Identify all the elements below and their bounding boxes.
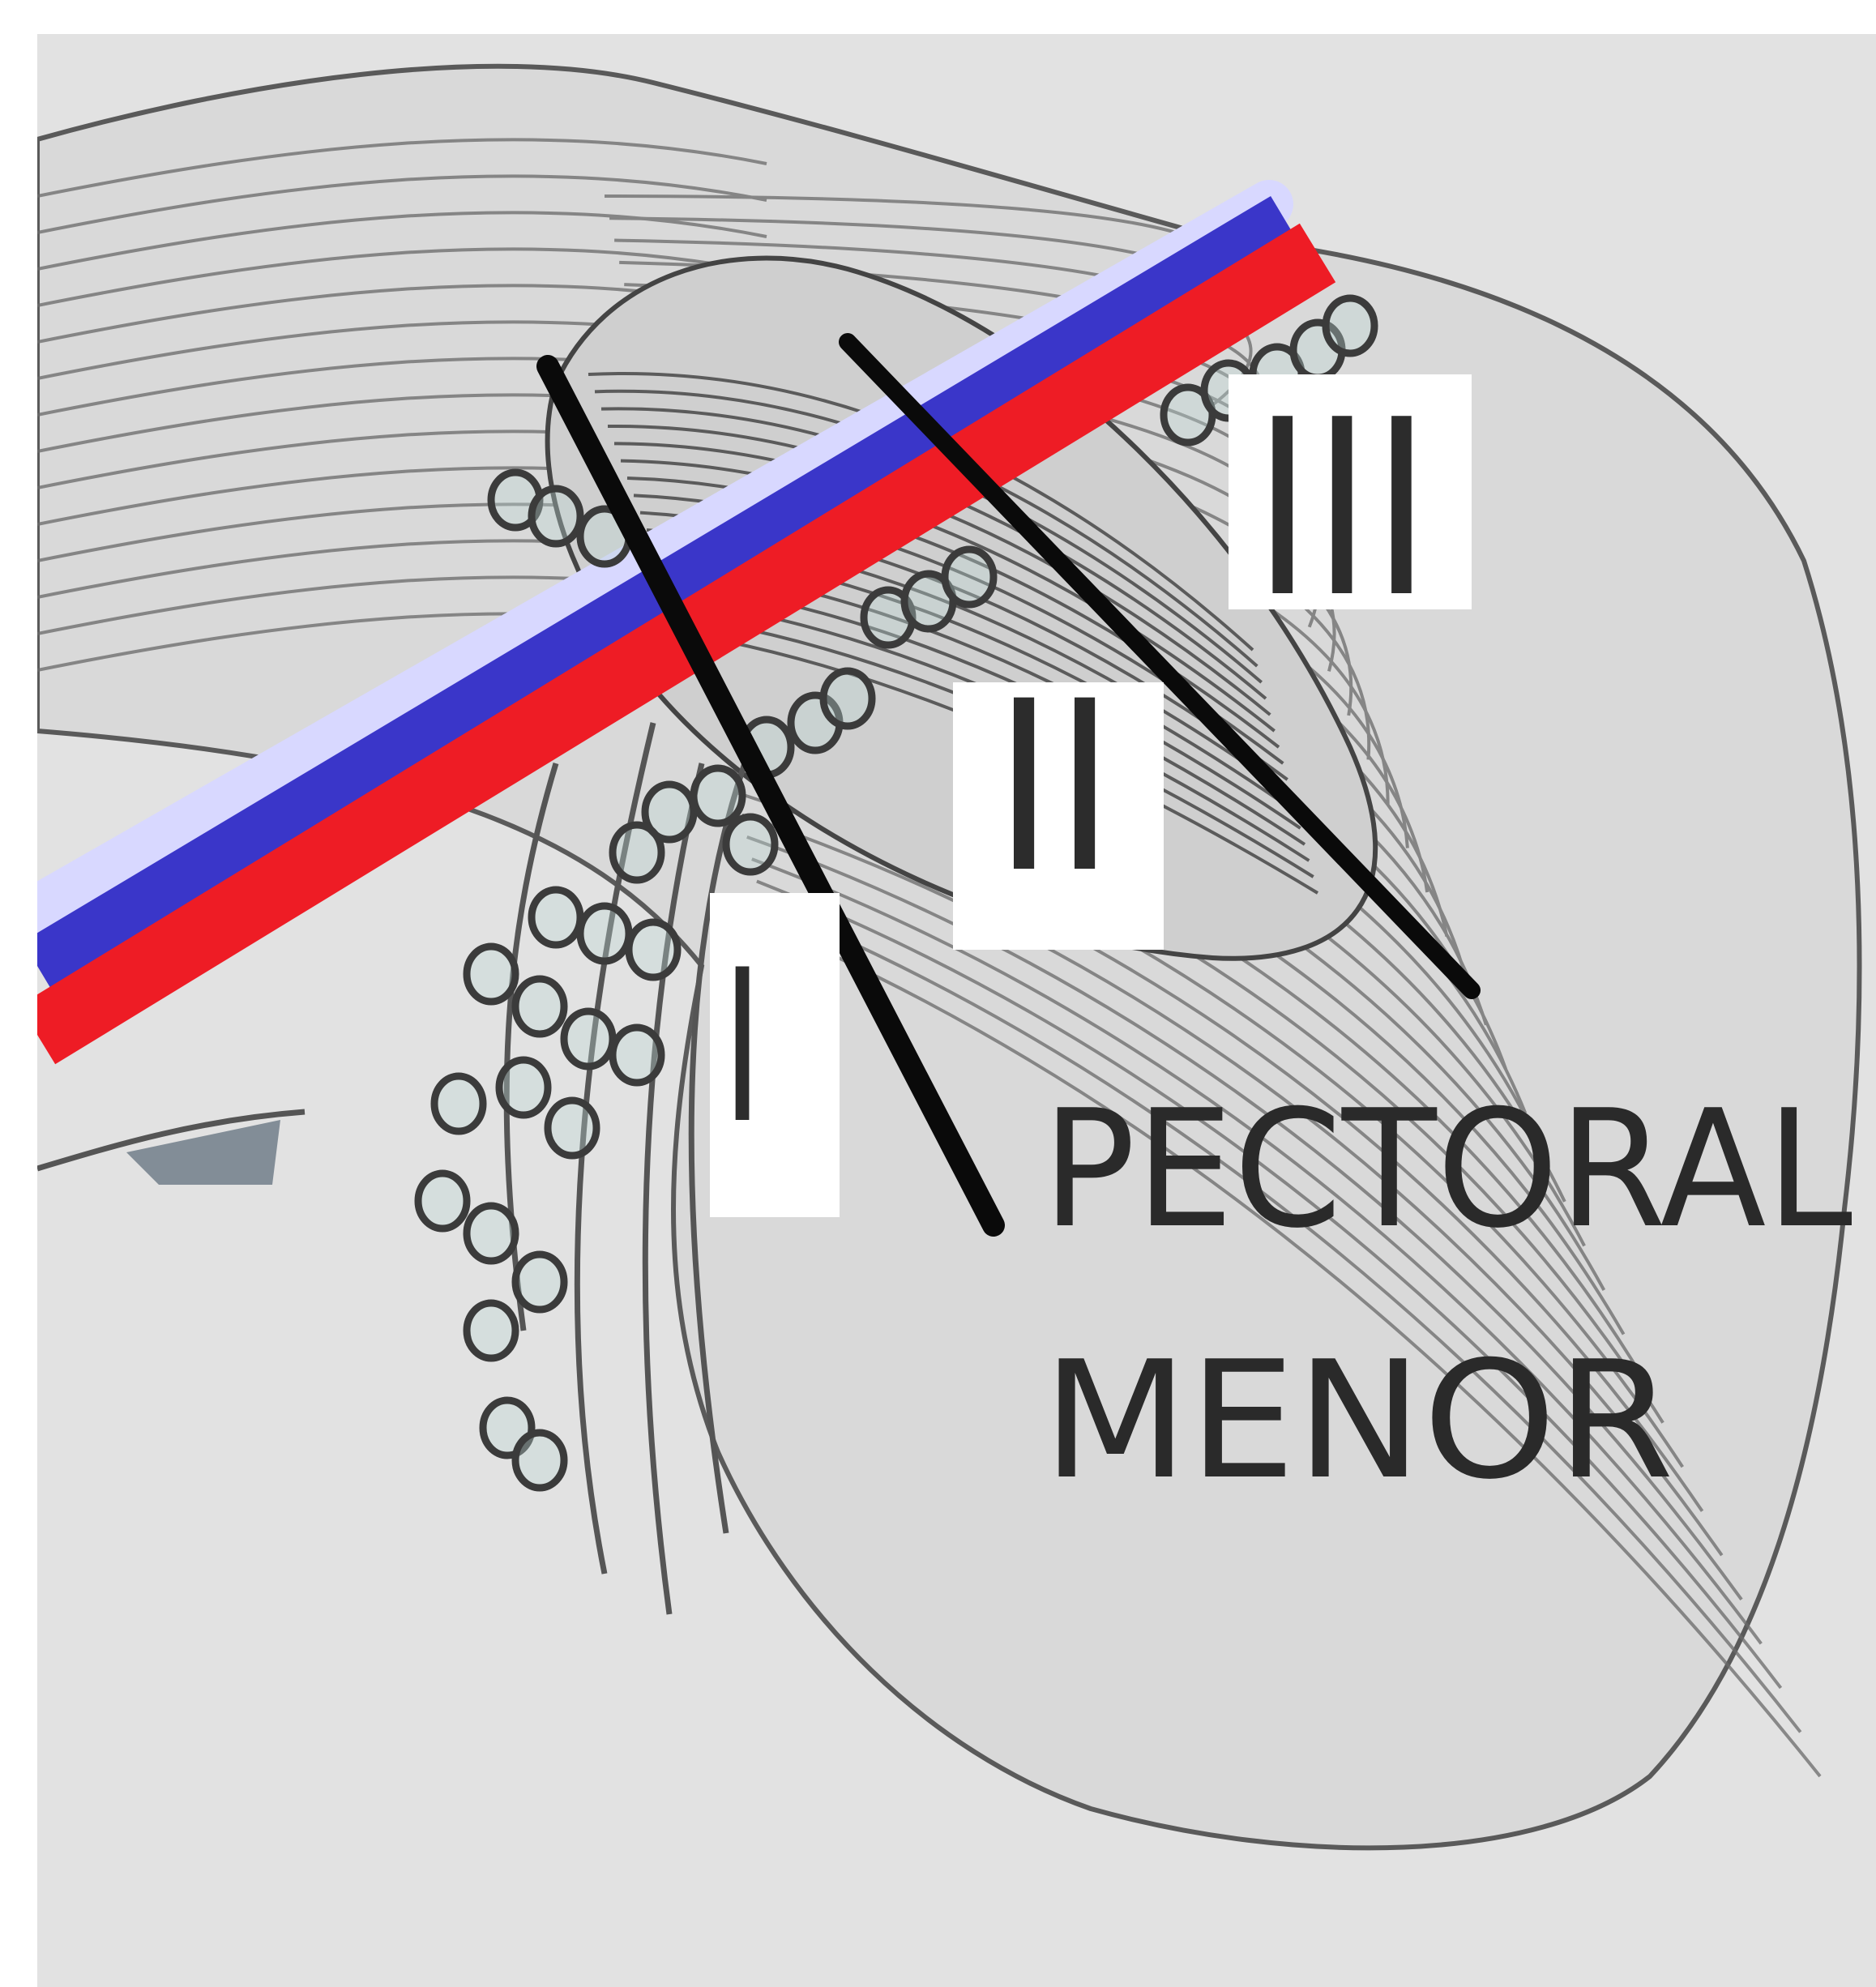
lymph-node [613, 1028, 661, 1083]
lymph-node [726, 817, 775, 872]
lymph-node [467, 946, 515, 1002]
lymph-node [499, 1060, 548, 1115]
illustration-panel: III II I PECTORAL MENOR [37, 34, 1876, 1987]
level-i-label: I [722, 925, 763, 1170]
lymph-node [945, 549, 994, 605]
lymph-node [1326, 298, 1374, 353]
lymph-node [515, 979, 564, 1034]
muscle-label-line-2: MENOR [1042, 1327, 1674, 1515]
muscle-label-line-1: PECTORAL [1042, 1075, 1852, 1264]
level-ii-label: II [994, 652, 1115, 925]
shadow-smudge [126, 1120, 280, 1185]
lymph-node [613, 825, 661, 880]
lymph-node [515, 1433, 564, 1488]
lymph-node [823, 671, 872, 726]
lymph-node [629, 922, 677, 977]
lymph-node [694, 768, 742, 823]
level-iii-label: III [1253, 368, 1431, 651]
lymph-node [515, 1254, 564, 1310]
lymph-node [532, 890, 580, 945]
lymph-node [418, 1173, 467, 1229]
lymph-node [564, 1011, 613, 1066]
axillary-levels-diagram: III II I PECTORAL MENOR [37, 34, 1876, 1987]
lymph-node [580, 906, 629, 961]
lymph-node [434, 1076, 483, 1131]
lymph-node [532, 489, 580, 544]
lymph-node [548, 1100, 596, 1156]
lymph-node [467, 1206, 515, 1261]
lymph-node [467, 1303, 515, 1358]
